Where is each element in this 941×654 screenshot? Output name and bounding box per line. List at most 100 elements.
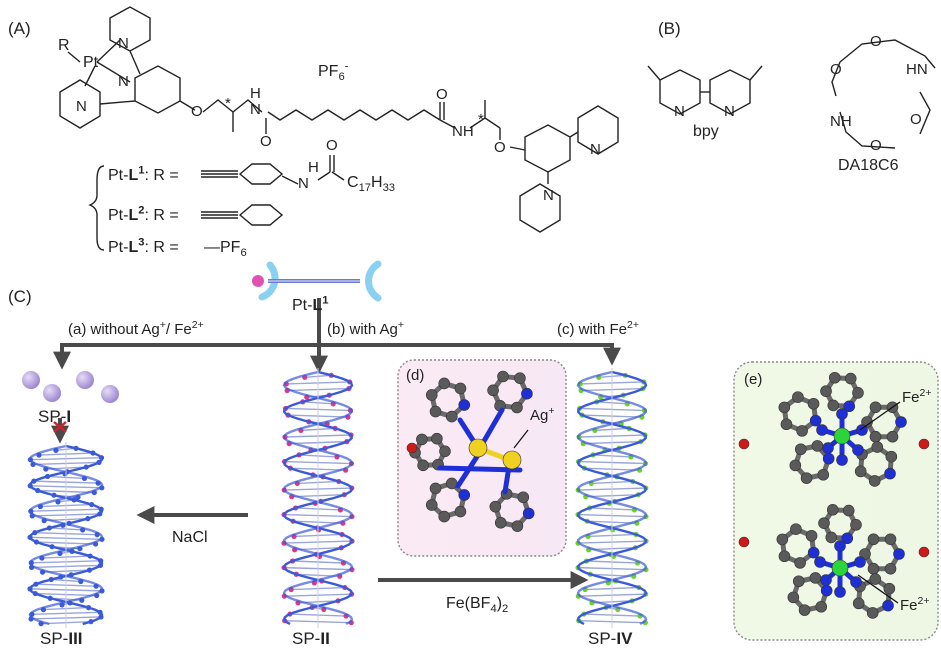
crown-nh: NH — [830, 113, 852, 130]
atom-ball — [438, 377, 451, 390]
atom-ball — [818, 517, 830, 529]
reagent-nacl: NaCl — [172, 529, 208, 546]
helix-sp2 — [281, 368, 355, 628]
atom-h-1: H — [250, 85, 261, 102]
helix-sp3 — [27, 442, 105, 628]
molecule-fe-complex — [738, 371, 930, 619]
atom-ball — [822, 452, 835, 465]
ring-bpy-left — [659, 69, 701, 115]
atom-ball — [458, 489, 471, 501]
atom-ball — [869, 430, 882, 443]
crown-label: DA18C6 — [838, 157, 899, 174]
atom-ball — [521, 387, 533, 400]
atom-ball — [431, 432, 443, 445]
variant-2: Pt-L2: R = — [108, 204, 179, 224]
crown-ring — [831, 39, 936, 149]
label-sp4: SP-IV — [588, 629, 633, 648]
atom-ball — [822, 442, 834, 454]
atom-ball — [738, 536, 750, 548]
atom-ball — [778, 401, 791, 414]
ring-pyridine-top — [109, 6, 151, 52]
atom-ball — [852, 597, 865, 610]
atom-ball — [834, 586, 846, 598]
route-a-label: (a) without Ag+/ Fe2+ — [68, 319, 204, 338]
atom-ball — [776, 533, 789, 546]
crown-o-3: O — [910, 111, 922, 128]
atom-ball — [883, 582, 896, 595]
atom-ball — [831, 559, 849, 577]
atom-ball — [497, 370, 509, 383]
atom-ball — [826, 503, 839, 516]
atom-ball — [438, 510, 451, 523]
atom-ball — [820, 584, 833, 597]
atom-ball — [811, 440, 824, 452]
atom-ball — [825, 531, 838, 544]
label-sp2: SP-II — [292, 629, 330, 648]
atom-ball — [820, 574, 832, 586]
atom-ball — [884, 467, 896, 480]
atom-ball — [487, 384, 499, 397]
atom-ball — [522, 507, 535, 520]
atom-ball — [841, 532, 854, 545]
atom-ball — [820, 385, 832, 397]
helix-strand — [28, 444, 104, 626]
atom-ball — [796, 425, 808, 437]
helix-strand — [28, 444, 104, 626]
inset-e-tag: (e) — [744, 371, 763, 388]
atom-ball — [807, 546, 820, 559]
atom-ball — [918, 546, 930, 558]
atom-ball — [867, 533, 880, 546]
atom-ball — [869, 573, 882, 585]
crown-o-1: O — [870, 33, 882, 50]
panel-label-b: (B) — [658, 19, 681, 38]
atom-ball — [798, 604, 811, 616]
atom-ball — [429, 482, 442, 495]
atom-ball — [787, 591, 800, 604]
atom-ball — [417, 459, 429, 472]
structure-b — [647, 39, 936, 149]
atom-nh-2: N — [298, 175, 309, 192]
panel-label-a: (A) — [8, 19, 31, 38]
ring-pyridine-left — [59, 79, 101, 129]
atom-ball — [895, 416, 907, 428]
route-arrows — [51, 298, 621, 589]
bpy-n-2: N — [724, 103, 735, 120]
atom-ball — [893, 548, 905, 560]
helix-strand — [282, 370, 354, 626]
atom-ball — [809, 572, 822, 584]
atom-ball — [850, 519, 862, 531]
atom-ball — [816, 424, 828, 436]
atom-ball — [884, 533, 897, 546]
fe-pointer-lines — [857, 401, 901, 604]
blocked-cross — [53, 421, 67, 433]
panel-label-c: (C) — [8, 287, 32, 306]
atom-ball — [869, 401, 882, 414]
atom-ball — [842, 504, 855, 517]
atom-n-2: N — [118, 73, 129, 90]
atom-ball — [792, 575, 805, 588]
atom-ball — [789, 459, 802, 472]
helix-strand — [576, 370, 648, 626]
atom-ball — [800, 472, 813, 484]
atom-n-5: N — [590, 141, 601, 158]
inset-d-tag: (d) — [406, 367, 425, 384]
ring-phenyl-2 — [238, 204, 284, 226]
variant-3: Pt-L3: R = — [108, 236, 179, 256]
atom-ball — [867, 562, 880, 575]
ring-central-right — [524, 124, 571, 173]
crown-hn: HN — [906, 61, 928, 78]
atom-ball — [429, 405, 442, 418]
label-sp3: SP-III — [40, 629, 83, 648]
atom-ball — [814, 556, 826, 568]
atom-ball — [425, 389, 438, 401]
atom-o-5: O — [326, 137, 338, 154]
bpy-label: bpy — [693, 123, 719, 140]
atom-ball — [794, 443, 807, 456]
atom-ball — [458, 399, 471, 411]
atom-pt: Pt — [83, 54, 99, 71]
variant-1: Pt-L1: R = — [108, 164, 179, 184]
atom-ball — [809, 414, 822, 427]
atom-ball — [780, 418, 793, 431]
atom-r: R — [58, 37, 70, 54]
